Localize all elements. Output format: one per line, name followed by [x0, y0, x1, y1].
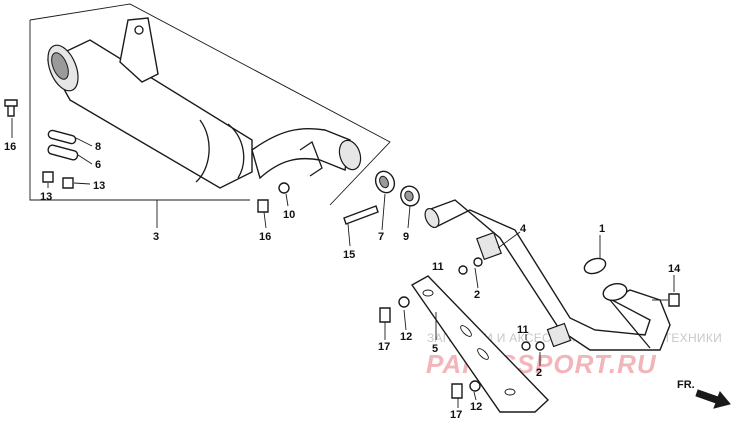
callout-15: 15: [343, 249, 355, 261]
front-arrow-icon: [695, 389, 731, 409]
callout-13a: 13: [40, 191, 52, 203]
callout-16a: 16: [4, 141, 16, 153]
callout-17a: 17: [378, 341, 390, 353]
callout-11b: 11: [517, 324, 529, 336]
callout-16b: 16: [259, 231, 271, 243]
fasteners: [4, 99, 680, 399]
callout-7: 7: [378, 231, 384, 243]
callout-9: 9: [403, 231, 409, 243]
callout-labels: 1 2 2 3 4 5 6 7 8 9 10 11 11 12 12 13 13…: [4, 141, 681, 421]
exhaust-pipe: [424, 199, 671, 351]
heat-shield: [410, 275, 550, 413]
callout-13b: 13: [93, 180, 105, 192]
callout-12b: 12: [470, 401, 482, 413]
muffler-assembly-outline: [29, 3, 391, 206]
callout-2a: 2: [474, 289, 480, 301]
callout-17b: 17: [450, 409, 462, 421]
callout-11a: 11: [432, 261, 444, 273]
callout-12a: 12: [400, 331, 412, 343]
front-direction-indicator: FR.: [677, 379, 731, 409]
callout-3: 3: [153, 231, 159, 243]
muffler: [47, 17, 362, 189]
exhaust-gasket-ring: [583, 257, 607, 275]
front-direction-label: FR.: [677, 379, 695, 391]
callout-5: 5: [432, 343, 438, 355]
leader-lines: [11, 118, 675, 408]
callout-2b: 2: [536, 367, 542, 379]
callout-1: 1: [599, 223, 605, 235]
gaskets: [374, 170, 420, 207]
callout-6: 6: [95, 159, 101, 171]
callout-4: 4: [520, 223, 527, 235]
callout-10: 10: [283, 209, 295, 221]
callout-8: 8: [95, 141, 101, 153]
callout-14: 14: [668, 263, 681, 275]
